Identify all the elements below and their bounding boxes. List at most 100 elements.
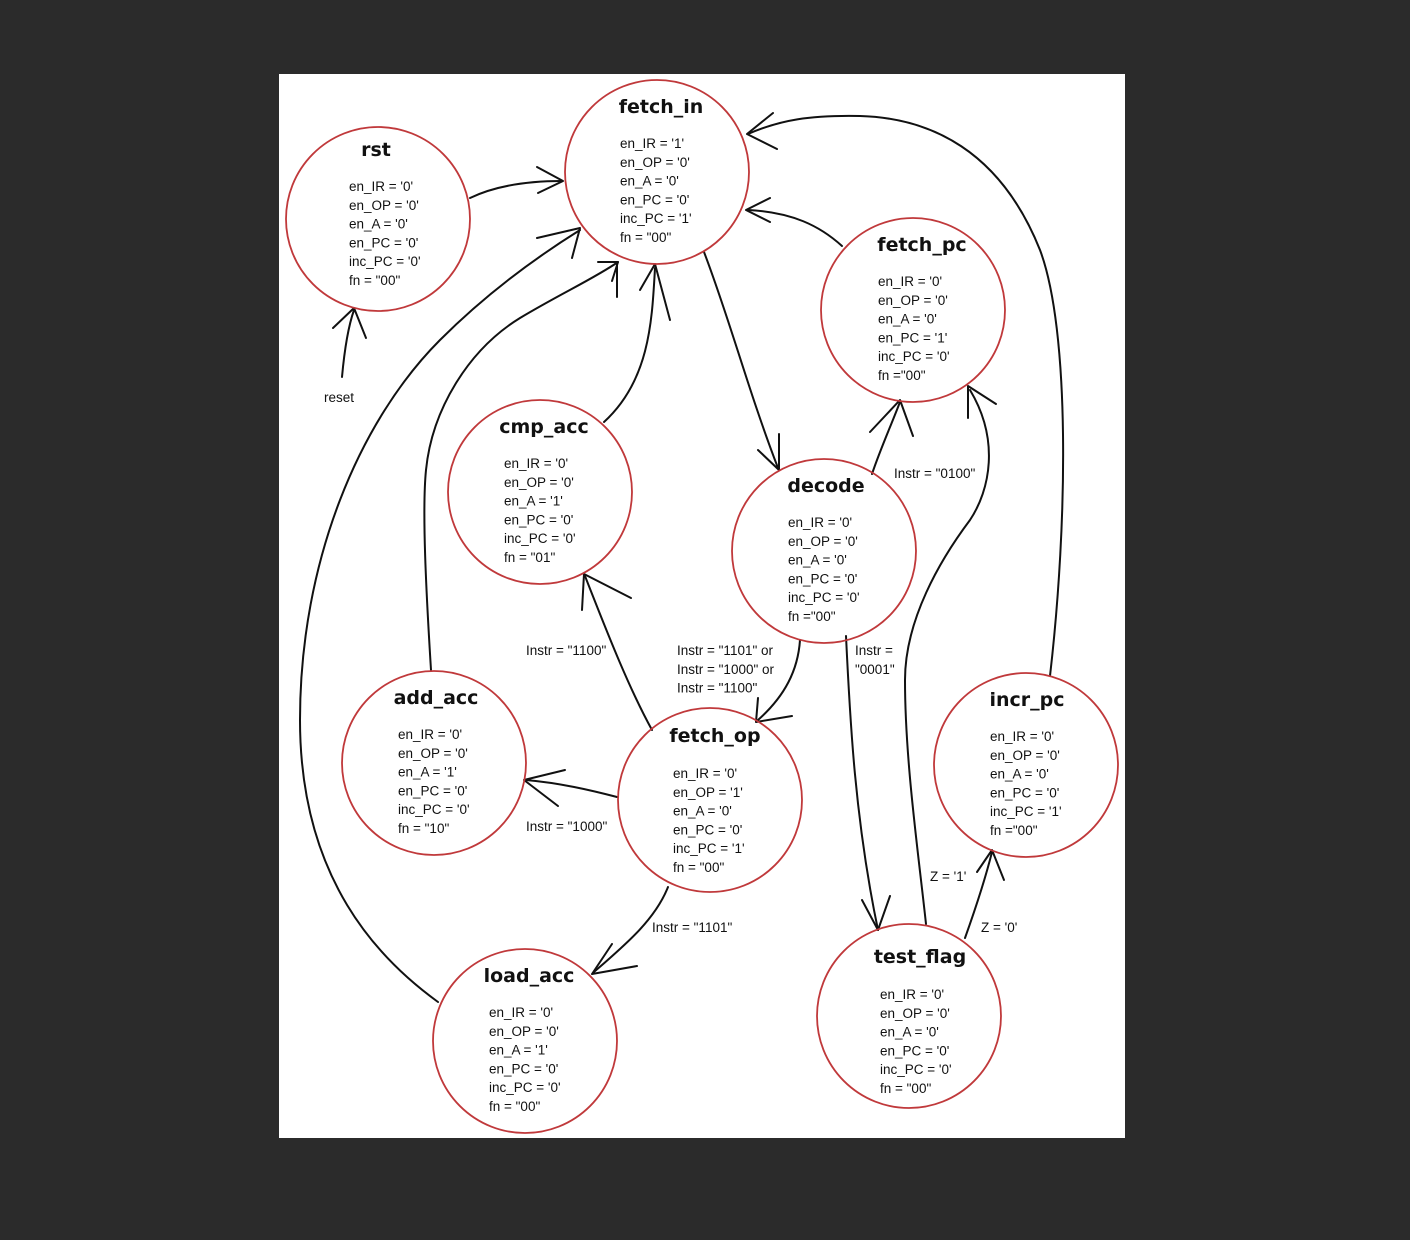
edge-rst-to-fetch_in	[469, 180, 563, 199]
state-add_acc-title: add_acc	[394, 687, 479, 709]
text-line: en_OP = '0'	[349, 198, 419, 213]
label-decode-to-test_flag: Instr = "0001"	[855, 643, 895, 677]
text-line: en_PC = '0'	[489, 1061, 558, 1076]
state-load_acc-outputs: en_IR = '0'en_OP = '0'en_A = '1'en_PC = …	[489, 1005, 561, 1114]
edge-test_flag-to-incr_pc	[964, 851, 993, 939]
edge-add_acc-to-fetch_in	[423, 261, 619, 671]
state-load_acc: load_acc en_IR = '0'en_OP = '0'en_A = '1…	[432, 948, 618, 1134]
text-line: en_PC = '0'	[398, 783, 467, 798]
text-line: fn = "00"	[673, 860, 724, 875]
state-test_flag-title: test_flag	[874, 946, 966, 968]
text-line: en_IR = '0'	[788, 515, 852, 530]
state-incr_pc-circle	[933, 672, 1119, 858]
state-decode-title: decode	[787, 475, 864, 497]
text-line: en_IR = '0'	[504, 456, 568, 471]
state-fetch_pc-outputs: en_IR = '0' en_OP = '0' en_A = '0' en_PC = …	[878, 274, 950, 383]
text-line: en_PC = '0'	[990, 785, 1059, 800]
text-line: fn ="00"	[878, 368, 926, 383]
edge-reset-to-rst	[341, 309, 355, 378]
state-fetch_op: fetch_op en_IR = '0' en_OP = '1' en_A = '0…	[617, 707, 803, 893]
label-fetch_op-to-load_acc: Instr = "1101"	[652, 920, 732, 935]
state-cmp_acc-title: cmp_acc	[499, 416, 589, 438]
text-line: en_IR = '0'	[673, 766, 737, 781]
text-line: inc_PC = '0'	[504, 531, 576, 546]
state-cmp_acc: cmp_acc en_IR = '0' en_OP = '0' en_A = '1'…	[447, 399, 633, 585]
state-fetch_in-title: fetch_in	[619, 96, 704, 118]
state-cmp_acc-circle	[447, 399, 633, 585]
text-line: en_OP = '0'	[504, 475, 574, 490]
text-line: en_OP = '0'	[398, 746, 468, 761]
text-line: en_IR = '0'	[880, 987, 944, 1002]
text-line: en_PC = '0'	[880, 1043, 949, 1058]
state-test_flag-circle	[816, 923, 1002, 1109]
state-fetch_op-title: fetch_op	[669, 725, 760, 747]
text-line: fn = "01"	[504, 550, 555, 565]
label-decode-to-fetch_pc: Instr = "0100"	[894, 466, 975, 481]
text-line: en_IR = '0'	[489, 1005, 553, 1020]
text-line: en_IR = '0'	[878, 274, 942, 289]
text-line: inc_PC = '0'	[788, 590, 860, 605]
label-test_flag-to-fetch_pc: Z = '1'	[930, 869, 966, 884]
state-decode: decode en_IR = '0'en_OP = '0'en_A = '0'e…	[731, 458, 917, 644]
text-line: inc_PC = '0'	[489, 1080, 561, 1095]
state-fetch_pc-title: fetch_pc	[877, 234, 966, 256]
text-line: en_IR = '0'	[349, 179, 413, 194]
text-line: en_A = '1'	[504, 494, 563, 509]
state-rst: rst en_IR = '0'en_OP = '0'en_A = '0'en_P…	[285, 126, 471, 312]
text-line: fn = "00"	[880, 1081, 931, 1096]
text-line: en_A = '1'	[489, 1043, 548, 1058]
edge-load_acc-to-fetch_in	[299, 229, 581, 1003]
state-fetch_in-circle	[564, 79, 750, 265]
text-line: fn = "10"	[398, 821, 449, 836]
text-line: en_OP = '0'	[990, 748, 1060, 763]
text-line: en_A = '0'	[620, 174, 679, 189]
edge-labels: reset Instr = "0100" Instr = "1100" Inst…	[324, 390, 1017, 935]
arrowhead-fetch_op-to-load_acc	[591, 943, 638, 975]
text-line: Instr =	[855, 643, 893, 658]
text-line: inc_PC = '0'	[349, 254, 421, 269]
arrowhead-test_flag-to-fetch_pc	[967, 385, 997, 419]
text-line: en_A = '0'	[673, 804, 732, 819]
state-load_acc-circle	[432, 948, 618, 1134]
state-fetch_in: fetch_in en_IR = '1'en_OP = '0'en_A = '0…	[564, 79, 750, 265]
text-line: en_OP = '1'	[673, 785, 743, 800]
text-line: en_IR = '0'	[398, 727, 462, 742]
text-line: "0001"	[855, 662, 895, 677]
state-add_acc-circle	[341, 670, 527, 856]
state-fetch_in-outputs: en_IR = '1'en_OP = '0'en_A = '0'en_PC = …	[620, 136, 692, 245]
text-line: en_OP = '0'	[878, 293, 948, 308]
arrowhead-fetch_op-to-cmp_acc	[581, 573, 632, 611]
text-line: en_IR = '0'	[990, 729, 1054, 744]
arrowhead-decode-to-fetch_op	[755, 697, 793, 723]
text-line: en_A = '0'	[878, 312, 937, 327]
text-line: en_PC = '0'	[504, 512, 573, 527]
state-load_acc-title: load_acc	[484, 965, 575, 987]
edge-fetch_op-to-load_acc	[593, 886, 669, 973]
text-line: en_OP = '0'	[880, 1006, 950, 1021]
text-line: en_A = '1'	[398, 765, 457, 780]
text-line: Instr = "1000" or	[677, 662, 775, 677]
label-fetch_op-to-add_acc: Instr = "1000"	[526, 819, 607, 834]
state-cmp_acc-outputs: en_IR = '0' en_OP = '0' en_A = '1' en_PC = …	[504, 456, 576, 565]
text-line: fn = "00"	[349, 273, 400, 288]
states: fetch_in en_IR = '1'en_OP = '0'en_A = '0…	[285, 79, 1119, 1134]
text-line: en_IR = '1'	[620, 136, 684, 151]
text-line: fn = "00"	[620, 230, 671, 245]
edge-fetch_op-to-add_acc	[525, 779, 618, 798]
edge-fetch_in-to-decode	[703, 251, 779, 469]
state-rst-circle	[285, 126, 471, 312]
arrowhead-fetch_pc-to-fetch_in	[745, 197, 771, 223]
edge-incr_pc-to-fetch_in	[747, 114, 1065, 677]
text-line: inc_PC = '1'	[620, 211, 692, 226]
text-line: en_PC = '0'	[673, 822, 742, 837]
text-line: en_A = '0'	[880, 1025, 939, 1040]
text-line: fn = "00"	[489, 1099, 540, 1114]
state-fetch_pc-circle	[820, 217, 1006, 403]
state-rst-title: rst	[361, 139, 391, 161]
text-line: en_OP = '0'	[788, 534, 858, 549]
text-line: inc_PC = '0'	[878, 349, 950, 364]
text-line: en_PC = '1'	[878, 330, 947, 345]
label-reset: reset	[324, 390, 354, 405]
